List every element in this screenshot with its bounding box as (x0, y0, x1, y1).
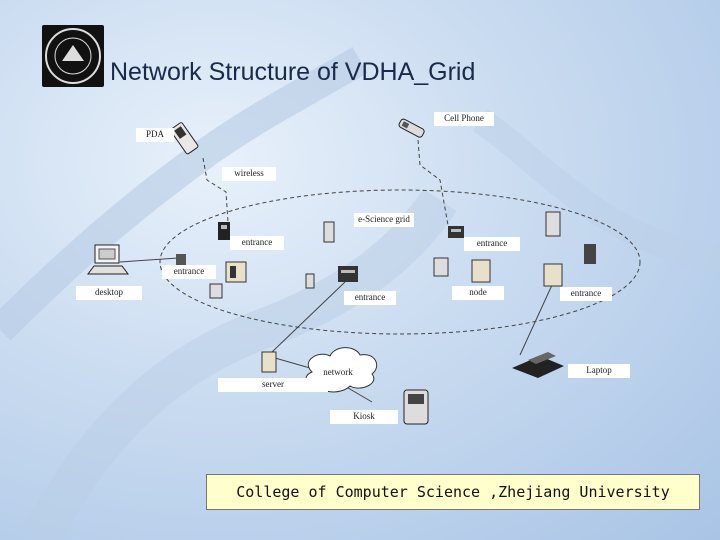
cell-phone-icon (398, 118, 425, 138)
label-wireless: wireless (222, 167, 276, 181)
university-seal-icon (45, 28, 101, 84)
laptop-entrance-link (519, 284, 553, 356)
cellphone-wireless-link (417, 139, 449, 226)
kiosk-icon (403, 389, 429, 425)
label-server: server (218, 378, 328, 392)
node-server-icon-4 (305, 273, 315, 289)
label-entrance-2: entrance (464, 237, 520, 251)
desktop-entrance-link (119, 257, 179, 263)
node-server-icon-8 (584, 244, 596, 264)
label-network: network (323, 367, 353, 377)
entrance-server-icon-3 (448, 226, 464, 238)
node-server-icon-5 (433, 257, 449, 277)
entrance-server-icon-4 (176, 254, 186, 268)
label-entrance-3: entrance (162, 265, 216, 279)
university-logo (42, 25, 104, 87)
label-pda: PDA (136, 128, 174, 142)
server-icon (261, 351, 277, 373)
label-node: node (452, 286, 504, 300)
node-server-icon-9 (543, 263, 563, 287)
label-entrance-5: entrance (560, 287, 612, 301)
label-kiosk: Kiosk (330, 410, 398, 424)
label-entrance-4: entrance (344, 291, 396, 305)
grid-boundary-ellipse (159, 189, 641, 335)
label-escience-grid: e-Science grid (354, 213, 414, 227)
desktop-computer-icon (87, 244, 129, 275)
laptop-icon (512, 352, 564, 378)
server-network-link (274, 357, 311, 369)
node-server-icon-7 (545, 211, 561, 237)
entrance-server-icon-1 (218, 222, 230, 240)
node-server-icon-6 (471, 259, 491, 283)
node-server-icon-2 (323, 221, 335, 243)
label-laptop: Laptop (568, 364, 630, 378)
label-cell-phone: Cell Phone (434, 112, 494, 126)
server-entrance-link (271, 281, 346, 353)
node-server-icon-3 (209, 283, 223, 299)
pda-icon (170, 122, 199, 155)
footer-banner: College of Computer Science ,Zhejiang Un… (206, 474, 700, 510)
label-entrance-1: entrance (230, 236, 284, 250)
entrance-server-icon-2 (338, 266, 358, 282)
pda-wireless-link (202, 157, 229, 223)
label-desktop: desktop (76, 286, 142, 300)
slide-title: Network Structure of VDHA_Grid (110, 58, 476, 86)
node-server-icon-1 (225, 261, 247, 283)
